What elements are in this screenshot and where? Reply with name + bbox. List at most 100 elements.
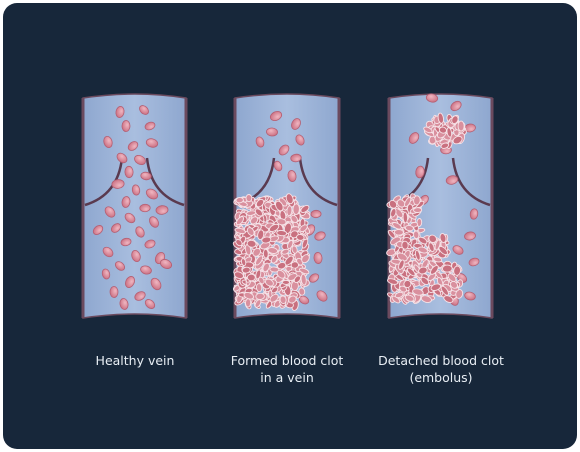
blood-cell bbox=[415, 165, 425, 179]
blood-cell bbox=[308, 273, 320, 283]
clot-cell bbox=[235, 239, 243, 247]
clot-cell bbox=[300, 204, 310, 214]
clot-cell bbox=[262, 248, 269, 259]
clot-cell bbox=[428, 234, 437, 243]
clot-cell bbox=[281, 279, 290, 285]
clot-cell bbox=[413, 207, 423, 213]
clot-cell bbox=[255, 255, 264, 266]
blood-clot-remaining bbox=[386, 193, 464, 305]
blood-cell bbox=[266, 127, 278, 137]
clot-cell bbox=[246, 273, 256, 282]
clot-cell bbox=[255, 292, 265, 300]
blood-cell bbox=[287, 170, 297, 182]
blood-cell bbox=[121, 120, 131, 132]
blood-cell bbox=[291, 118, 301, 130]
clot-cell bbox=[290, 214, 298, 223]
clot-cell bbox=[250, 216, 259, 225]
clot-cell bbox=[388, 199, 398, 209]
clot-cell bbox=[440, 285, 449, 296]
clot-cell bbox=[420, 276, 430, 286]
clot-cell bbox=[404, 196, 412, 208]
blood-cell bbox=[450, 100, 462, 112]
blood-cell bbox=[124, 212, 136, 224]
blood-cell bbox=[408, 132, 420, 144]
clot-cell bbox=[246, 239, 257, 248]
clot-cell bbox=[423, 126, 433, 134]
clot-cell bbox=[292, 203, 300, 216]
blood-cell bbox=[139, 105, 149, 115]
blood-cell bbox=[110, 223, 122, 233]
caption-line: (embolus) bbox=[409, 370, 473, 385]
clot-cell bbox=[390, 208, 397, 218]
blood-cell bbox=[445, 175, 459, 185]
blood-cell bbox=[103, 135, 113, 149]
caption-line: Detached blood clot bbox=[378, 353, 504, 368]
clot-cell bbox=[252, 247, 261, 257]
clot-cell bbox=[457, 120, 465, 132]
clot-cell bbox=[413, 195, 421, 206]
blood-cell bbox=[102, 246, 114, 258]
clot-cell bbox=[264, 278, 274, 287]
clot-cell bbox=[428, 242, 435, 253]
valve-flap-left bbox=[84, 157, 124, 207]
clot-cell bbox=[417, 246, 428, 254]
clot-cell bbox=[396, 252, 408, 262]
blood-cell bbox=[295, 134, 305, 146]
clot-cell bbox=[392, 222, 402, 230]
clot-cell bbox=[420, 295, 432, 303]
blood-cell bbox=[109, 286, 119, 298]
clot-cell bbox=[285, 193, 294, 205]
clot-cell bbox=[440, 142, 450, 149]
blood-cell bbox=[144, 239, 156, 249]
blood-cell bbox=[140, 265, 152, 275]
clot-cell bbox=[290, 261, 299, 269]
clot-cell bbox=[301, 254, 310, 264]
blood-cells bbox=[92, 105, 173, 310]
clot-cell bbox=[286, 205, 293, 217]
clot-cell bbox=[267, 247, 278, 254]
clot-cell bbox=[277, 262, 287, 270]
clot-cell bbox=[235, 197, 244, 204]
clot-cell bbox=[446, 127, 453, 138]
blood-cell bbox=[469, 208, 479, 220]
blood-cell bbox=[131, 184, 141, 196]
blood-cell bbox=[135, 226, 145, 238]
blood-cell bbox=[145, 188, 159, 200]
blood-cell bbox=[149, 216, 159, 228]
clot-cell bbox=[270, 255, 278, 264]
clot-cell bbox=[245, 194, 253, 203]
blood-cell bbox=[145, 138, 159, 148]
clot-cell bbox=[441, 264, 453, 273]
blood-cell bbox=[464, 291, 476, 301]
caption-formed-clot: Formed blood clot in a vein bbox=[207, 352, 367, 386]
blood-cell bbox=[269, 110, 283, 122]
clot-cell bbox=[262, 262, 270, 273]
clot-cell bbox=[299, 267, 310, 275]
blood-cell bbox=[114, 261, 126, 271]
clot-cell bbox=[241, 266, 251, 274]
blood-cell bbox=[127, 141, 139, 151]
clot-cell bbox=[268, 223, 280, 233]
blood-cell bbox=[159, 259, 173, 269]
blood-cell bbox=[144, 121, 156, 131]
blood-cells bbox=[408, 93, 480, 306]
clot-cell bbox=[255, 269, 262, 280]
clot-cell bbox=[233, 271, 244, 280]
blood-cell bbox=[314, 231, 326, 241]
clot-cell bbox=[393, 229, 404, 236]
blood-cell bbox=[155, 205, 169, 215]
clot-cell bbox=[246, 227, 255, 236]
clot-cell bbox=[418, 236, 428, 245]
blood-cell bbox=[104, 206, 116, 218]
clot-cell bbox=[387, 278, 399, 285]
clot-cell bbox=[261, 236, 272, 244]
blood-cell bbox=[464, 231, 476, 241]
vein-tube bbox=[82, 93, 187, 319]
blood-cell bbox=[116, 152, 128, 164]
clot-cell bbox=[453, 265, 461, 276]
blood-cell bbox=[120, 237, 132, 247]
clot-cell bbox=[401, 240, 409, 250]
clot-cell bbox=[254, 208, 263, 217]
blood-cell bbox=[255, 136, 265, 148]
